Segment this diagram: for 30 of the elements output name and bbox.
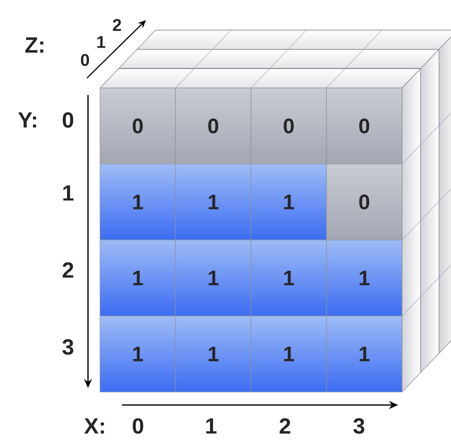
grid-cell: 0: [326, 164, 402, 240]
grid-cell: 1: [175, 240, 252, 316]
grid-cell: 0: [326, 88, 402, 164]
grid-cell: 1: [100, 240, 176, 316]
axis-label: Z:: [25, 37, 44, 53]
axis-label: Y:: [18, 112, 36, 128]
grid-cell: 0: [100, 88, 176, 164]
tick-label: 0: [132, 418, 144, 434]
tick-label: 3: [353, 418, 364, 434]
tick-label: 1: [97, 36, 106, 48]
grid-cell: 1: [175, 164, 252, 240]
tick-label: 1: [63, 185, 74, 201]
tick-label: 0: [80, 54, 90, 66]
tick-label: 2: [112, 19, 122, 31]
grid-cell: 0: [250, 88, 327, 164]
grid-cell: 1: [250, 240, 327, 316]
tick-label: 3: [62, 339, 74, 355]
grid-cell: 0: [175, 88, 252, 164]
grid-cell: 1: [250, 164, 327, 240]
grid-cell: 1: [100, 164, 176, 240]
grid-cell: 1: [100, 316, 176, 392]
grid-cell: 1: [175, 316, 252, 392]
tick-label: 2: [280, 418, 290, 434]
tick-label: 0: [62, 112, 74, 128]
grid-cell: 1: [326, 240, 402, 316]
tick-label: 1: [206, 418, 216, 434]
grid-cell: 1: [326, 316, 402, 392]
tick-label: 2: [62, 262, 74, 278]
axis-label: X:: [84, 418, 104, 434]
grid-cell: 1: [250, 316, 327, 392]
